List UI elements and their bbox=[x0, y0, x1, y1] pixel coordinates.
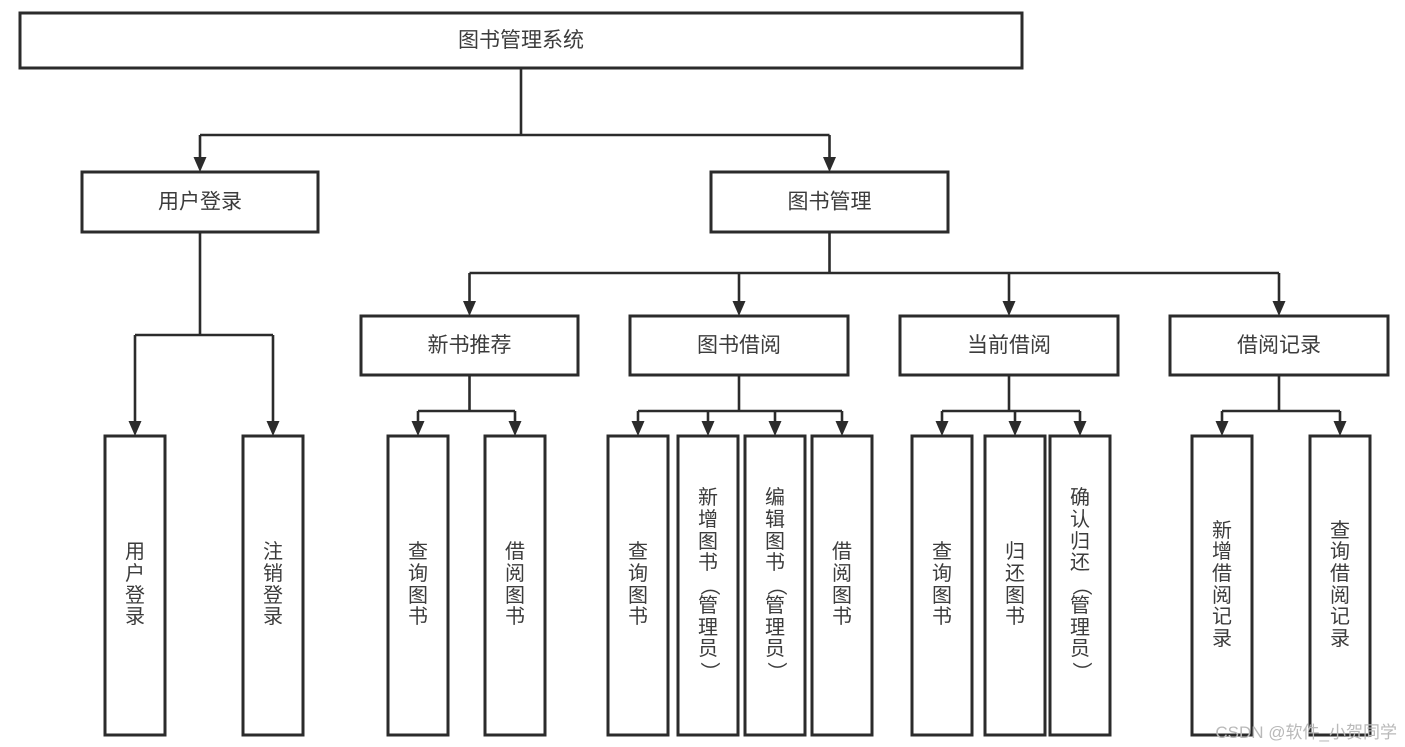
arrow-head-level3-0 bbox=[463, 301, 476, 316]
arrow-head-level3-2 bbox=[1002, 301, 1016, 316]
node-box-leaf-8[interactable] bbox=[910, 434, 974, 737]
arrow-head-l3-2-leaf-1 bbox=[1008, 421, 1022, 436]
arrow-head-level2-0 bbox=[193, 157, 207, 172]
node-box-leaf-2[interactable] bbox=[386, 434, 450, 737]
node-box-leaf-6[interactable] bbox=[743, 434, 807, 737]
arrow-head-l3-0-leaf-0 bbox=[411, 421, 425, 436]
node-label-level2-1: 图书管理 bbox=[788, 191, 872, 214]
arrow-head-l3-3-leaf-1 bbox=[1333, 421, 1347, 436]
node-label-root: 图书管理系统 bbox=[458, 29, 584, 52]
arrow-head-l3-2-leaf-0 bbox=[935, 421, 949, 436]
arrow-head-l3-3-leaf-0 bbox=[1215, 421, 1229, 436]
node-box-leaf-9[interactable] bbox=[983, 434, 1047, 737]
arrow-head-l3-2-leaf-2 bbox=[1073, 421, 1087, 436]
node-label-level3-1: 图书借阅 bbox=[697, 334, 781, 357]
arrow-head-l3-1-leaf-2 bbox=[768, 421, 782, 436]
node-box-leaf-3[interactable] bbox=[483, 434, 547, 737]
node-box-level2-1[interactable] bbox=[709, 170, 950, 234]
node-box-leaf-1[interactable] bbox=[241, 434, 305, 737]
node-label-level3-0: 新书推荐 bbox=[428, 334, 512, 357]
node-label-level2-0: 用户登录 bbox=[158, 191, 242, 214]
arrow-head-level2-1 bbox=[823, 157, 836, 172]
arrow-head-user-leaf-1 bbox=[266, 421, 280, 436]
connector-layer bbox=[128, 68, 1347, 436]
node-box-leaf-0[interactable] bbox=[103, 434, 167, 737]
arrow-head-l3-1-leaf-3 bbox=[835, 421, 849, 436]
node-box-level3-3[interactable] bbox=[1168, 314, 1390, 377]
arrow-head-user-leaf-0 bbox=[128, 421, 142, 436]
node-box-level3-2[interactable] bbox=[898, 314, 1120, 377]
arrow-head-l3-1-leaf-1 bbox=[701, 421, 715, 436]
arrow-head-level3-1 bbox=[732, 301, 746, 316]
node-box-leaf-7[interactable] bbox=[810, 434, 874, 737]
arrow-head-level3-3 bbox=[1272, 301, 1286, 316]
node-box-leaf-10[interactable] bbox=[1048, 434, 1112, 737]
node-box-leaf-4[interactable] bbox=[606, 434, 670, 737]
node-box-level3-1[interactable] bbox=[628, 314, 850, 377]
arrow-head-l3-0-leaf-1 bbox=[508, 421, 522, 436]
node-box-root[interactable] bbox=[18, 11, 1024, 70]
node-label-level3-2: 当前借阅 bbox=[967, 334, 1051, 357]
node-box-layer bbox=[18, 11, 1390, 737]
node-box-level3-0[interactable] bbox=[359, 314, 580, 377]
node-label-level3-3: 借阅记录 bbox=[1237, 334, 1321, 357]
node-box-leaf-12[interactable] bbox=[1308, 434, 1372, 737]
node-box-leaf-5[interactable] bbox=[676, 434, 740, 737]
node-box-level2-0[interactable] bbox=[80, 170, 320, 234]
node-box-leaf-11[interactable] bbox=[1190, 434, 1254, 737]
arrow-head-l3-1-leaf-0 bbox=[631, 421, 645, 436]
